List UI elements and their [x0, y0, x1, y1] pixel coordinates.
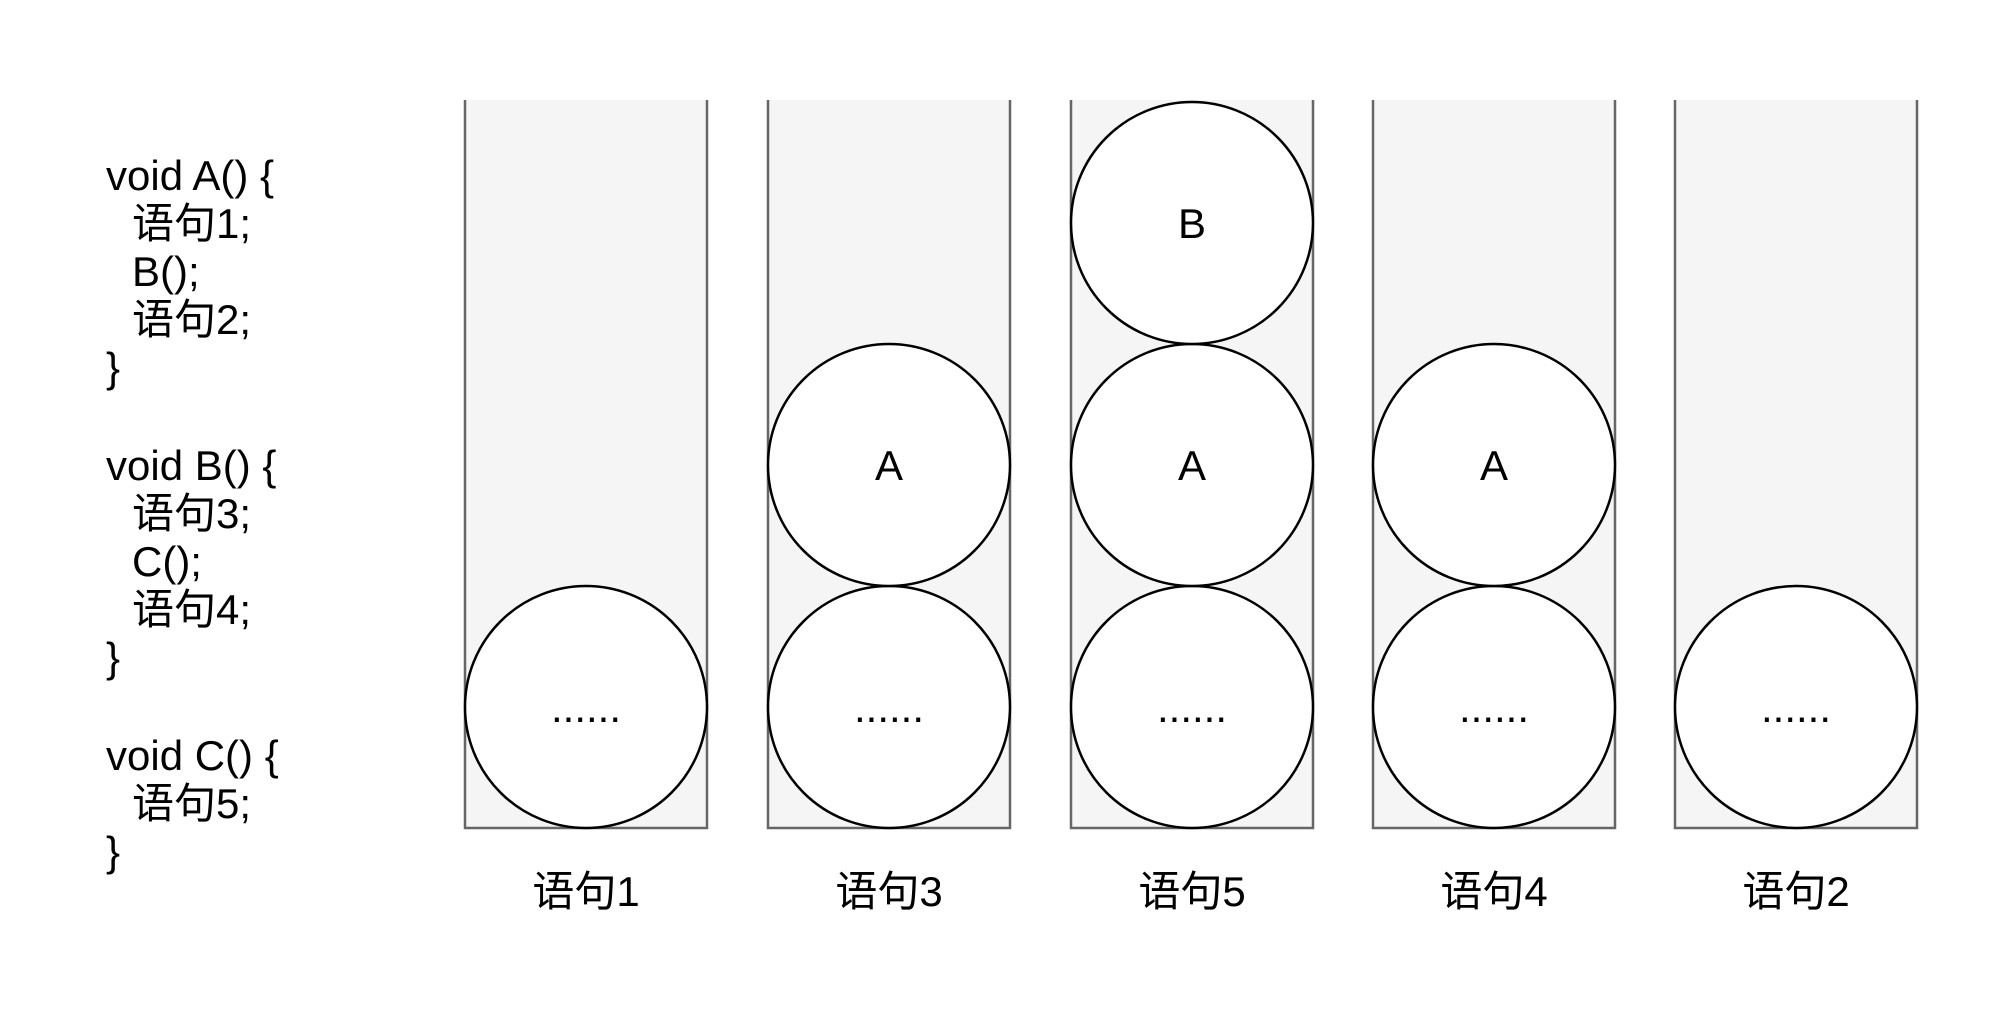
stack-frame: ......	[766, 584, 1012, 830]
function-signature: void C() {	[106, 732, 279, 779]
code-line: B();	[132, 248, 200, 295]
code-line: 语句1;	[132, 200, 251, 247]
stack-column: ...... 语句2	[1673, 100, 1919, 915]
stack-frame-label: ......	[854, 684, 924, 731]
closing-brace: }	[106, 344, 120, 391]
stack-frame: ......	[1069, 584, 1315, 830]
code-line: 语句4;	[132, 586, 251, 633]
code-line: 语句5;	[132, 780, 251, 827]
stack-frame-label: ......	[1157, 684, 1227, 731]
function-signature: void A() {	[106, 152, 274, 199]
stack-column: ...... A B 语句5	[1069, 100, 1315, 915]
stack-frame-circle	[1069, 100, 1315, 346]
stack-caption: 语句4	[1440, 868, 1547, 915]
stack-frame-circle	[1371, 342, 1617, 588]
stack-frame-label: ......	[1459, 684, 1529, 731]
stack-column: ...... A 语句3	[766, 100, 1012, 915]
code-line: 语句3;	[132, 490, 251, 537]
stack-frame: B	[1069, 100, 1315, 346]
stack-frame-circle	[463, 584, 709, 830]
stack-frame-label: ......	[1761, 684, 1831, 731]
stack-frame-label: B	[1178, 200, 1206, 247]
stack-caption: 语句1	[532, 868, 639, 915]
stack-frame: ......	[1371, 584, 1617, 830]
stack-frame: A	[766, 342, 1012, 588]
stack-frame: ......	[1673, 584, 1919, 830]
closing-brace: }	[106, 828, 120, 875]
code-listing: void A() {语句1;B();语句2;}void B() {语句3;C()…	[106, 152, 279, 875]
code-block-3: void C() {语句5;}	[106, 732, 279, 875]
stack-column: ...... A 语句4	[1371, 100, 1617, 915]
stack-frame: A	[1069, 342, 1315, 588]
stack-frame-label: A	[1178, 442, 1206, 489]
code-line: 语句2;	[132, 296, 251, 343]
stack-caption: 语句2	[1742, 868, 1849, 915]
code-block-1: void A() {语句1;B();语句2;}	[106, 152, 274, 391]
stack-snapshots: ...... 语句1...... A 语句3...... A B 语句5...... A 语句4…	[463, 100, 1919, 915]
stack-frame-label: ......	[551, 684, 621, 731]
stack-caption: 语句5	[1138, 868, 1245, 915]
stack-frame-label: A	[875, 442, 903, 489]
closing-brace: }	[106, 634, 120, 681]
code-line: C();	[132, 538, 202, 585]
stack-caption: 语句3	[835, 868, 942, 915]
function-signature: void B() {	[106, 442, 276, 489]
stack-frame-label: A	[1480, 442, 1508, 489]
stack-frame-circle	[766, 342, 1012, 588]
stack-frame-circle	[1673, 584, 1919, 830]
stack-frame: ......	[463, 584, 709, 830]
stack-frame: A	[1371, 342, 1617, 588]
stack-column: ...... 语句1	[463, 100, 709, 915]
code-block-2: void B() {语句3;C();语句4;}	[106, 442, 276, 681]
